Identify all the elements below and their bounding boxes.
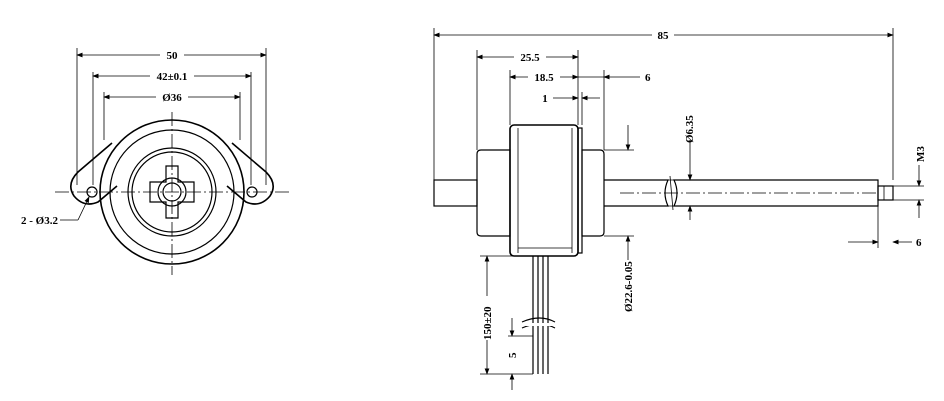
threaded-end xyxy=(877,185,894,201)
front-boss xyxy=(581,149,605,237)
rear-shaft xyxy=(433,179,478,207)
dim-lead-length: 150±20 xyxy=(482,306,494,340)
dim-body-length: 18.5 xyxy=(534,72,554,84)
dim-thread-length: 6 xyxy=(916,237,922,249)
shaft-section-a xyxy=(604,179,669,207)
dim-hole-spacing: 42±0.1 xyxy=(157,71,188,83)
front-view: 50 42±0.1 Ø36 2 - Ø3.2 xyxy=(21,48,290,275)
dim-lead-strip: 5 xyxy=(507,352,519,358)
dim-mount-holes: 2 - Ø3.2 xyxy=(21,215,58,227)
side-view: 85 25.5 18.5 6 1 xyxy=(433,28,927,390)
dim-overall-length: 85 xyxy=(658,30,670,42)
motor-body xyxy=(509,124,579,257)
dim-overall-width: 50 xyxy=(167,50,179,62)
dim-body-offset: 25.5 xyxy=(520,52,540,64)
shaft-section-b xyxy=(673,179,879,207)
dim-boss-diameter: Ø22.6-0.05 xyxy=(623,261,635,312)
cross-hub xyxy=(149,165,195,219)
dim-boss-length: 6 xyxy=(645,72,651,84)
flange-outline xyxy=(70,142,274,205)
dim-shaft-diameter: Ø6.35 xyxy=(684,115,696,143)
dim-pilot-diameter: Ø36 xyxy=(162,92,182,104)
lead-wires xyxy=(521,256,556,374)
rear-boss xyxy=(476,149,511,237)
dim-flange-gap: 1 xyxy=(542,93,548,105)
dim-thread: M3 xyxy=(915,146,927,162)
